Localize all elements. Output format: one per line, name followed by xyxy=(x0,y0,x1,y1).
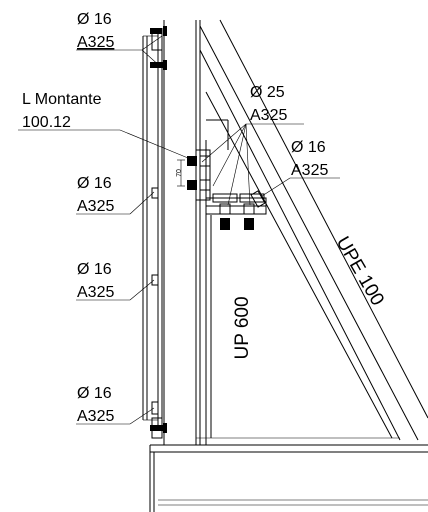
base-beam xyxy=(149,444,428,512)
up600-label: UP 600 xyxy=(232,296,253,359)
angle-label-1: L Montante xyxy=(22,91,102,108)
upe100-brace xyxy=(199,19,428,441)
dimension-70: 70 xyxy=(176,159,185,187)
bolt-top-diameter: Ø 16 xyxy=(77,11,112,28)
bolt-25-grade: A325 xyxy=(250,107,287,124)
up600-column xyxy=(163,20,428,446)
bolt-mid1-grade: A325 xyxy=(77,198,114,215)
bolt-16-right-diameter: Ø 16 xyxy=(291,139,326,156)
bolt-top xyxy=(150,26,167,70)
bolt-bottom xyxy=(150,401,167,433)
bolt-bottom-grade: A325 xyxy=(77,408,114,425)
angle-label-2: 100.12 xyxy=(22,114,71,131)
dimension-text: 70 xyxy=(176,169,183,177)
bolt-mid1 xyxy=(151,187,159,199)
bolt-mid2-grade: A325 xyxy=(77,284,114,301)
connection-plate xyxy=(195,119,267,215)
bolt-25-group xyxy=(187,155,255,230)
bolt-mid2 xyxy=(151,274,159,286)
bolt-bottom-diameter: Ø 16 xyxy=(77,385,112,402)
bolt-mid2-diameter: Ø 16 xyxy=(77,261,112,278)
leader-lines xyxy=(18,35,340,425)
bolt-top-grade: A325 xyxy=(77,34,114,51)
bolt-16-right xyxy=(250,190,266,208)
vertical-plate xyxy=(142,28,163,439)
bolt-25-diameter: Ø 25 xyxy=(250,84,285,101)
bolt-mid1-diameter: Ø 16 xyxy=(77,175,112,192)
bolt-16-right-grade: A325 xyxy=(291,162,328,179)
upe100-label: UPE 100 xyxy=(332,233,388,309)
